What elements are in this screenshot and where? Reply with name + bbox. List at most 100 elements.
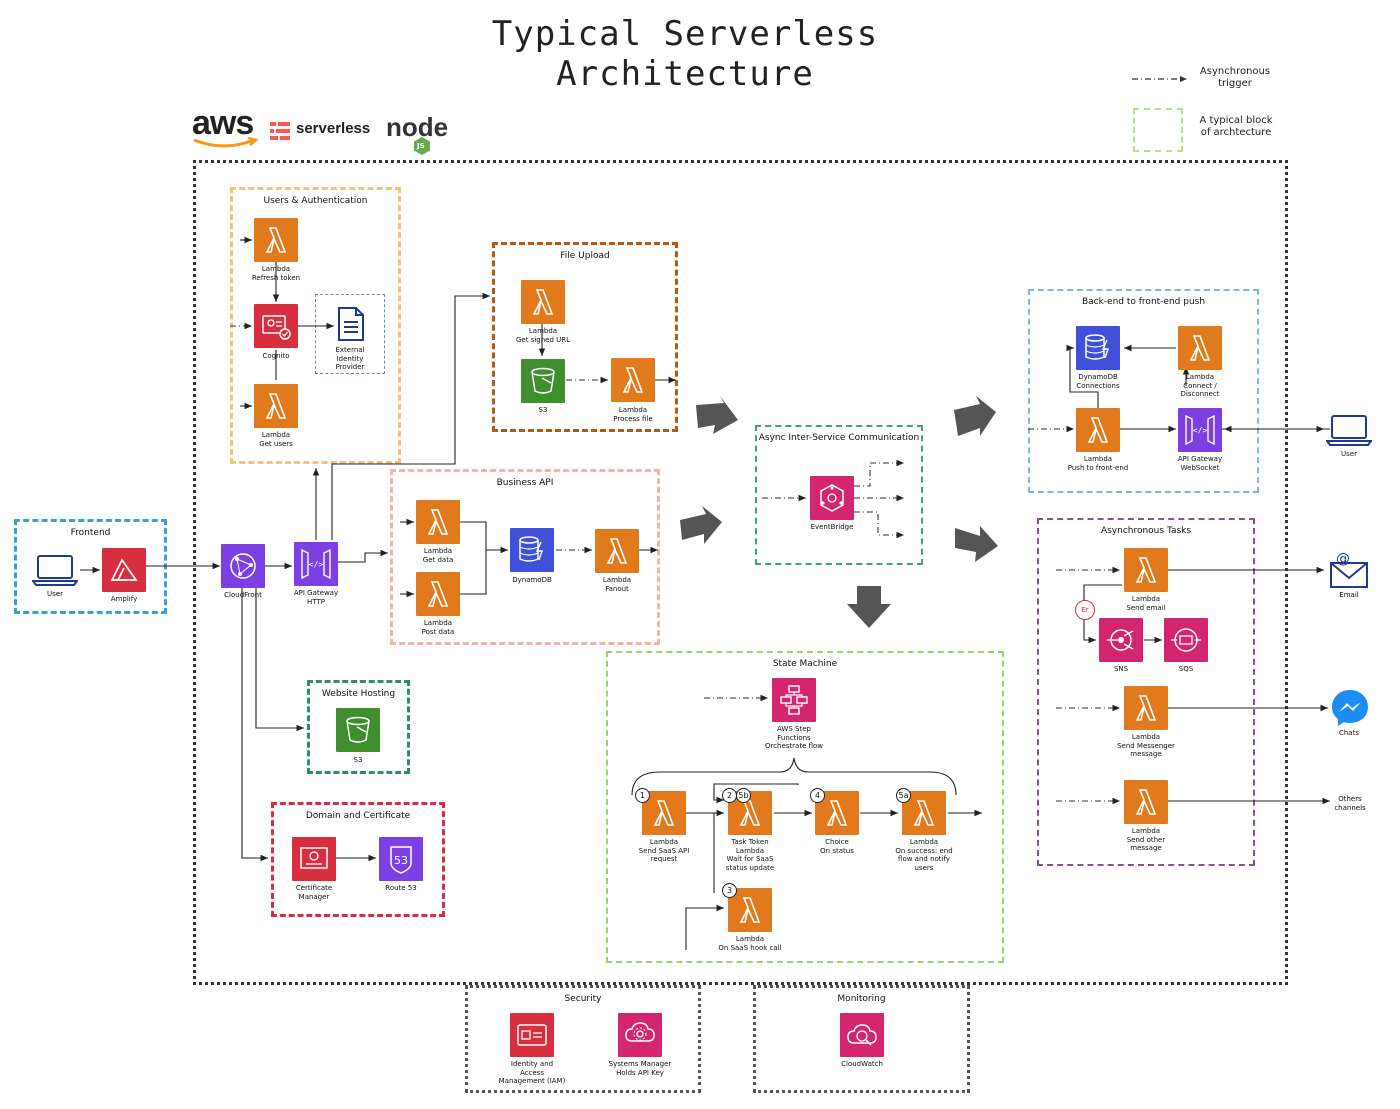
chats-label: Chats	[1338, 729, 1359, 737]
legend-block-box	[1133, 108, 1183, 152]
aws-account-boundary	[193, 160, 1288, 985]
aws-logo: aws	[192, 106, 262, 152]
group-business-api: Business API	[390, 469, 660, 645]
cognito-label: Cognito	[262, 352, 290, 360]
amplify-label: Amplify	[110, 595, 138, 603]
cloudfront-label: CloudFront	[224, 591, 262, 599]
api-gateway-http-icon[interactable]: </>	[294, 542, 338, 586]
step-badge-5b: 5b	[736, 788, 751, 803]
lambda-process-file-icon[interactable]	[611, 358, 655, 402]
eventbridge-label: EventBridge	[810, 523, 854, 531]
lambda-post-data-icon[interactable]	[416, 572, 460, 616]
lambda-messenger-icon[interactable]	[1124, 686, 1168, 730]
cloudwatch-icon[interactable]	[840, 1013, 884, 1057]
iam-icon[interactable]	[510, 1013, 554, 1057]
dynamodb-icon[interactable]	[510, 528, 554, 572]
svg-text:53: 53	[394, 854, 408, 867]
lambda-other-icon[interactable]	[1124, 780, 1168, 824]
error-badge: Er	[1075, 600, 1095, 620]
document-icon	[336, 306, 366, 342]
certificate-manager-icon[interactable]	[292, 837, 336, 881]
route53-label: Route 53	[385, 884, 417, 892]
step-functions-icon[interactable]	[772, 678, 816, 722]
sns-icon[interactable]	[1099, 618, 1143, 662]
sqs-icon[interactable]	[1164, 618, 1208, 662]
messenger-icon[interactable]	[1330, 688, 1370, 728]
email-icon[interactable]: @	[1328, 551, 1370, 589]
title-line-2: Architecture	[556, 54, 814, 94]
step-badge-1: 1	[635, 788, 650, 803]
lambda-get-data-icon[interactable]	[416, 500, 460, 544]
cognito-icon[interactable]	[254, 304, 298, 348]
step-badge-4: 4	[810, 788, 825, 803]
sns-label: SNS	[1113, 665, 1129, 673]
lambda-push-icon[interactable]	[1076, 408, 1120, 452]
route53-icon[interactable]: 53	[379, 837, 423, 881]
legend-async-text: Asynchronous trigger	[1199, 66, 1271, 89]
group-domain-cert: Domain and Certificate	[271, 802, 445, 917]
group-monitoring: Monitoring	[753, 985, 970, 1093]
user-frontend-label: User	[47, 590, 63, 598]
svg-text:</>: </>	[1193, 426, 1208, 435]
group-state-machine: State Machine	[606, 651, 1004, 963]
svg-text:@: @	[1336, 551, 1350, 567]
legend-async-line	[1132, 76, 1187, 82]
eventbridge-icon[interactable]	[810, 476, 854, 520]
dynamodb-label: DynamoDB	[512, 576, 552, 584]
group-async-tasks: Asynchronous Tasks	[1037, 518, 1255, 866]
lambda-saas-hook-icon[interactable]	[728, 888, 772, 932]
lambda-fanout-icon[interactable]	[595, 529, 639, 573]
group-website-hosting: Website Hosting	[307, 680, 410, 774]
lambda-send-email-icon[interactable]	[1124, 548, 1168, 592]
amplify-icon[interactable]	[102, 548, 146, 592]
s3-hosting-icon[interactable]	[336, 708, 380, 752]
laptop-user-icon[interactable]	[31, 552, 79, 588]
lambda-signed-url-icon[interactable]	[521, 280, 565, 324]
dynamodb-connections-icon[interactable]	[1076, 326, 1120, 370]
group-backend-push: Back-end to front-end push	[1028, 289, 1259, 493]
lambda-get-users-icon[interactable]	[254, 384, 298, 428]
step-badge-5a: 5a	[896, 788, 911, 803]
s3-hosting-label: S3	[353, 756, 363, 764]
s3-upload-icon[interactable]	[521, 359, 565, 403]
sqs-label: SQS	[1178, 665, 1194, 673]
group-security: Security	[465, 985, 701, 1093]
lambda-refresh-token-icon[interactable]	[254, 218, 298, 262]
cloudfront-icon[interactable]	[221, 544, 265, 588]
step-badge-2: 2	[722, 788, 737, 803]
legend-block-text: A typical block of archtecture	[1199, 115, 1273, 138]
serverless-logo: serverless	[270, 120, 385, 142]
api-gateway-websocket-icon[interactable]: </>	[1178, 408, 1222, 452]
laptop-user-right-icon[interactable]	[1325, 412, 1373, 448]
title-line-1: Typical Serverless	[491, 14, 879, 54]
group-file-upload: File Upload	[492, 242, 678, 432]
group-async-comm: Async Inter-Service Communication	[755, 425, 923, 565]
diagram-title: Typical Serverless Architecture	[400, 14, 970, 94]
lambda-connect-icon[interactable]	[1178, 326, 1222, 370]
nodejs-logo: node JS	[386, 112, 456, 156]
systems-manager-icon[interactable]	[618, 1013, 662, 1057]
cloudwatch-label: CloudWatch	[841, 1060, 883, 1068]
